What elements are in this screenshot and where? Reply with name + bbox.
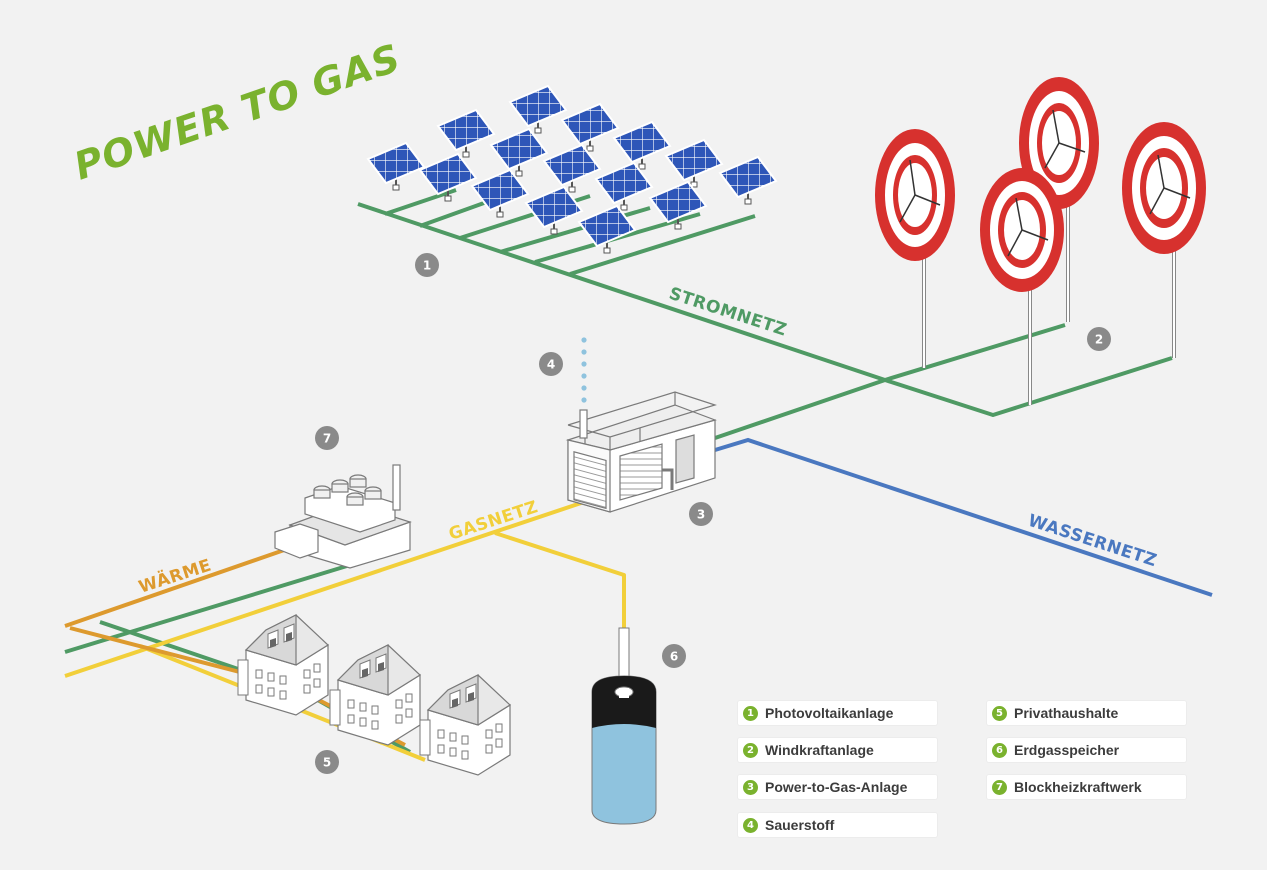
page-title: POWER TO GAS bbox=[69, 36, 407, 189]
legend-item-sauerstoff: 4 Sauerstoff bbox=[738, 813, 937, 837]
badge-4: 4 bbox=[539, 352, 563, 376]
legend-item-privathaushalte: 5 Privathaushalte bbox=[987, 701, 1186, 725]
badge-1: 1 bbox=[415, 253, 439, 277]
legend-badge: 4 bbox=[743, 817, 758, 833]
legend-badge: 6 bbox=[992, 742, 1007, 758]
wind-turbine bbox=[1122, 122, 1206, 358]
svg-text:7: 7 bbox=[323, 432, 331, 446]
legend-label: Power-to-Gas-Anlage bbox=[765, 779, 908, 795]
svg-text:3: 3 bbox=[697, 508, 705, 522]
badge-7: 7 bbox=[315, 426, 339, 450]
number-badges: 1 2 3 4 5 6 7 bbox=[315, 253, 1111, 774]
svg-text:1: 1 bbox=[423, 259, 431, 273]
erdgasspeicher-tank bbox=[591, 627, 657, 825]
legend-item-blockheizkraftwerk: 7 Blockheizkraftwerk bbox=[987, 775, 1186, 799]
legend-label: Erdgasspeicher bbox=[1014, 742, 1120, 758]
svg-text:5: 5 bbox=[323, 756, 331, 770]
legend-item-photovoltaikanlage: 1 Photovoltaikanlage bbox=[738, 701, 937, 725]
badge-5: 5 bbox=[315, 750, 339, 774]
svg-text:2: 2 bbox=[1095, 333, 1103, 347]
svg-text:6: 6 bbox=[670, 650, 678, 664]
legend-badge: 7 bbox=[992, 779, 1007, 795]
legend-label: Windkraftanlage bbox=[765, 742, 874, 758]
legend-badge: 3 bbox=[743, 779, 758, 795]
badge-3: 3 bbox=[689, 502, 713, 526]
wind-turbine bbox=[875, 129, 955, 368]
legend-label: Privathaushalte bbox=[1014, 705, 1119, 721]
legend-item-erdgasspeicher: 6 Erdgasspeicher bbox=[987, 738, 1186, 762]
legend-badge: 5 bbox=[992, 705, 1007, 721]
blockheizkraftwerk bbox=[274, 464, 412, 569]
legend-item-power-to-gas-anlage: 3 Power-to-Gas-Anlage bbox=[738, 775, 937, 799]
legend-label: Sauerstoff bbox=[765, 817, 835, 833]
wind-turbines bbox=[875, 77, 1206, 405]
legend-label: Blockheizkraftwerk bbox=[1014, 779, 1142, 795]
legend-item-windkraftanlage: 2 Windkraftanlage bbox=[738, 738, 937, 762]
badge-2: 2 bbox=[1087, 327, 1111, 351]
svg-text:4: 4 bbox=[547, 358, 555, 372]
wassernetz-line bbox=[714, 437, 1213, 597]
badge-6: 6 bbox=[662, 644, 686, 668]
oxygen-dots bbox=[581, 337, 587, 403]
legend-badge: 2 bbox=[743, 742, 758, 758]
legend-badge: 1 bbox=[743, 705, 758, 721]
wind-turbine bbox=[980, 168, 1064, 405]
private-houses bbox=[237, 614, 511, 776]
legend-label: Photovoltaikanlage bbox=[765, 705, 894, 721]
power-to-gas-plant bbox=[565, 391, 717, 513]
waerme-label: WÄRME bbox=[136, 554, 214, 598]
